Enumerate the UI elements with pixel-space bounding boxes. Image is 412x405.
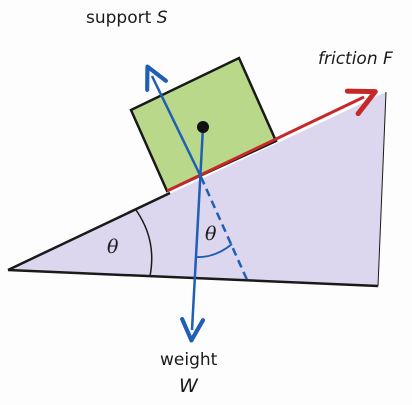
weight-symbol: W <box>179 375 198 397</box>
incline-plane <box>8 92 386 286</box>
weight-angle-arc <box>195 243 233 258</box>
normal-dashed-line <box>199 176 250 283</box>
weight-arrow <box>180 126 206 343</box>
support-symbol: S <box>156 8 168 28</box>
support-label: support S <box>86 10 167 27</box>
weight-angle-label: θ <box>205 223 217 245</box>
incline-angle-arc <box>135 209 153 277</box>
incline-base-line <box>7 268 379 288</box>
friction-label: friction F <box>318 51 393 68</box>
friction-symbol: F <box>383 49 393 69</box>
support-label-text: support <box>86 8 152 28</box>
weight-label: weight <box>160 350 218 370</box>
friction-label-text: friction <box>318 49 378 69</box>
incline-angle-label: θ <box>107 236 119 258</box>
incline-vertical-edge <box>377 91 387 287</box>
centre-of-mass-dot <box>197 121 209 133</box>
incline-slope-line <box>7 191 171 272</box>
support-force-arrow <box>145 64 203 178</box>
